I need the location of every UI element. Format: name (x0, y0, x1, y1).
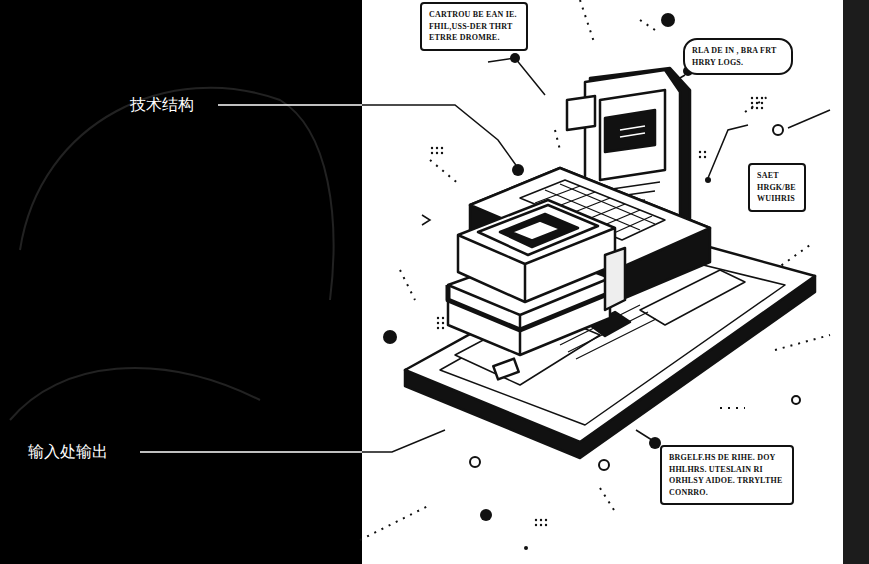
texture-dot (540, 524, 542, 526)
edge-strip (843, 0, 869, 564)
texture-dot (442, 322, 444, 324)
callout-box: RLA DE IN , BRA FRT HRRY LOGS. (683, 38, 793, 75)
texture-dot (436, 152, 438, 154)
deco-dashes (360, 0, 830, 540)
texture-dot (436, 147, 438, 149)
texture-dot (761, 102, 763, 104)
texture-dot (751, 107, 753, 109)
texture-dot (751, 102, 753, 104)
callout-text: BRGELF.HS DE RIHE. DOY HHLHRS. UTESLAIN … (669, 452, 785, 498)
texture-dot (704, 151, 706, 153)
arrow-head (422, 215, 430, 225)
texture-dot (545, 519, 547, 521)
light-panel (362, 0, 843, 564)
section-label: 输入处输出 (28, 442, 108, 463)
texture-dot (431, 152, 433, 154)
texture-dot (441, 147, 443, 149)
texture-dot (699, 151, 701, 153)
texture-dot (761, 107, 763, 109)
texture-dot (756, 107, 758, 109)
dark-panel (0, 0, 362, 564)
callout-text: RLA DE IN , BRA FRT HRRY LOGS. (692, 45, 784, 68)
callout-text: SAET HRGK/BE WUIHRIS (757, 170, 797, 205)
texture-dot (699, 156, 701, 158)
texture-dot (437, 322, 439, 324)
section-label: 技术结构 (130, 95, 194, 116)
texture-dot (437, 327, 439, 329)
stacked-modules (448, 200, 625, 355)
callout-box: BRGELF.HS DE RIHE. DOY HHLHRS. UTESLAIN … (660, 445, 794, 505)
leader-lines (140, 105, 428, 452)
texture-dot (442, 327, 444, 329)
texture-dot (437, 317, 439, 319)
faint-outline (10, 88, 333, 420)
texture-dot (442, 317, 444, 319)
texture-dot (540, 519, 542, 521)
texture-dot (704, 156, 706, 158)
texture-dot (756, 97, 758, 99)
texture-dot (545, 524, 547, 526)
callout-text: CARTROU BE EAN IE. FHIL,USS-DER THRT ETR… (429, 9, 519, 44)
texture-dot (431, 147, 433, 149)
texture-dot (441, 152, 443, 154)
callout-box: SAET HRGK/BE WUIHRIS (748, 163, 806, 212)
texture-dot (535, 524, 537, 526)
texture-dot (756, 102, 758, 104)
texture-dot (761, 97, 763, 99)
texture-dot (751, 97, 753, 99)
texture-dot (535, 519, 537, 521)
callout-box: CARTROU BE EAN IE. FHIL,USS-DER THRT ETR… (420, 2, 528, 51)
